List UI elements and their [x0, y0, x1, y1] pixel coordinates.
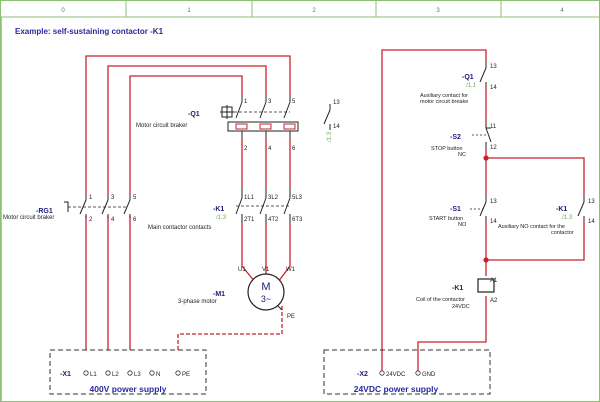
k1-coil-description: Coil of the contactor — [416, 297, 465, 303]
rg1-terminal: 4 — [111, 217, 115, 223]
x2-terminal: GND — [422, 372, 436, 378]
m1-terminal: W1 — [286, 267, 296, 273]
s1-description: START button — [429, 216, 463, 222]
q1-aux-contact-symbol — [479, 62, 487, 88]
q1-aux-id: -Q1 — [462, 74, 474, 81]
x2-terminal: 24VDC — [386, 372, 406, 378]
q1-aux-terminal: 14 — [333, 124, 340, 130]
x1-terminal: L2 — [112, 372, 119, 378]
x1-supply-label: 400V power supply — [90, 384, 167, 394]
k1-main-terminal: 1L1 — [244, 195, 255, 201]
q1-terminal: 5 — [292, 99, 296, 105]
k1-hold-terminal: 14 — [588, 219, 595, 225]
k1-main-terminal: 4T2 — [268, 217, 279, 223]
x1-id: -X1 — [60, 371, 71, 378]
q1-aux-description: motor circuit breake — [420, 99, 468, 105]
k1-coil-terminal: A1 — [490, 278, 498, 284]
q1-terminal: 3 — [268, 99, 272, 105]
x1-terminal: L3 — [134, 372, 141, 378]
q1-aux-description: Auxiliary contact for — [420, 93, 468, 99]
m1-terminal: V1 — [262, 267, 270, 273]
q1-aux-cross-reference: /1.1 — [465, 83, 476, 89]
rg1-description: Motor circuit braker — [3, 215, 54, 221]
m1-motor-symbol — [247, 273, 285, 311]
grid-column-label: 1 — [187, 8, 191, 14]
k1-coil-symbol — [477, 278, 495, 293]
k1-main-terminal: 2T1 — [244, 217, 255, 223]
rg1-id: -RG1 — [36, 208, 53, 215]
rg1-terminal: 3 — [111, 195, 115, 201]
m1-description: 3-phase motor — [178, 299, 217, 305]
q1-breaker-symbol — [220, 96, 331, 140]
m1-terminal: U1 — [238, 267, 246, 273]
m1-pe-terminal: PE — [287, 314, 295, 320]
s2-description: STOP button — [431, 146, 463, 152]
q1-cross-reference: /1.3 — [327, 131, 333, 143]
x2-supply-label: 24VDC power supply — [354, 384, 439, 394]
k1-hold-contact-symbol — [577, 196, 585, 222]
q1-terminal: 1 — [244, 99, 248, 105]
x1-terminal: PE — [182, 372, 190, 378]
rg1-terminal: 2 — [89, 217, 93, 223]
k1-hold-description: contactor — [551, 230, 574, 236]
k1-main-cross-reference: /1.3 — [215, 215, 227, 221]
motor-symbol-letter: M — [261, 281, 270, 293]
q1-id: -Q1 — [188, 111, 200, 118]
s2-terminal: 11 — [490, 124, 497, 130]
s1-terminal: 14 — [490, 219, 497, 225]
k1-hold-cross-reference: /1.3 — [561, 215, 573, 221]
k1-main-contact-symbols — [234, 188, 298, 224]
rg1-contact-symbols — [64, 196, 138, 218]
k1-main-terminal: 5L3 — [292, 195, 303, 201]
s1-start-button-symbol — [470, 196, 487, 222]
q1-aux-terminal: 13 — [333, 100, 340, 106]
control-circuit-wiring — [381, 49, 585, 372]
x1-terminal-strip — [49, 349, 207, 395]
k1-coil-description: 24VDC — [452, 304, 470, 310]
q1-terminal: 6 — [292, 146, 296, 152]
k1-coil-terminal: A2 — [490, 298, 498, 304]
q1-aux-terminal: 13 — [490, 64, 497, 70]
s2-stop-button-symbol — [472, 122, 492, 148]
k1-hold-id: -K1 — [556, 206, 567, 213]
k1-main-id: -K1 — [213, 206, 224, 213]
k1-main-terminal: 3L2 — [268, 195, 279, 201]
s1-terminal: 13 — [490, 199, 497, 205]
m1-id: -M1 — [213, 291, 225, 298]
rg1-terminal: 6 — [133, 217, 137, 223]
x1-terminal: L1 — [90, 372, 97, 378]
rg1-terminal: 1 — [89, 195, 93, 201]
motor-symbol-phase: 3~ — [261, 294, 271, 304]
q1-description: Motor circuit braker — [136, 123, 187, 129]
rg1-terminal: 5 — [133, 195, 137, 201]
x1-terminal: N — [156, 372, 160, 378]
q1-terminal: 4 — [268, 146, 272, 152]
s2-terminal: 12 — [490, 145, 497, 151]
x2-terminal-strip — [323, 349, 491, 395]
s2-description: NC — [458, 152, 466, 158]
k1-main-description: Main contactor contacts — [148, 225, 211, 231]
grid-column-label: 4 — [560, 8, 564, 14]
x2-id: -X2 — [357, 371, 368, 378]
k1-hold-terminal: 13 — [588, 199, 595, 205]
q1-terminal: 2 — [244, 146, 248, 152]
k1-main-terminal: 6T3 — [292, 217, 303, 223]
k1-hold-description: Auxiliary NO contact for the — [498, 224, 565, 230]
grid-column-label: 2 — [312, 8, 316, 14]
s2-id: -S2 — [450, 134, 461, 141]
grid-column-label: 0 — [61, 8, 65, 14]
s1-description: NO — [458, 222, 467, 228]
s1-id: -S1 — [450, 206, 461, 213]
k1-coil-id: -K1 — [452, 285, 463, 292]
diagram-title: Example: self-sustaining contactor -K1 — [15, 27, 164, 36]
q1-aux-terminal: 14 — [490, 85, 497, 91]
grid-column-label: 3 — [436, 8, 440, 14]
